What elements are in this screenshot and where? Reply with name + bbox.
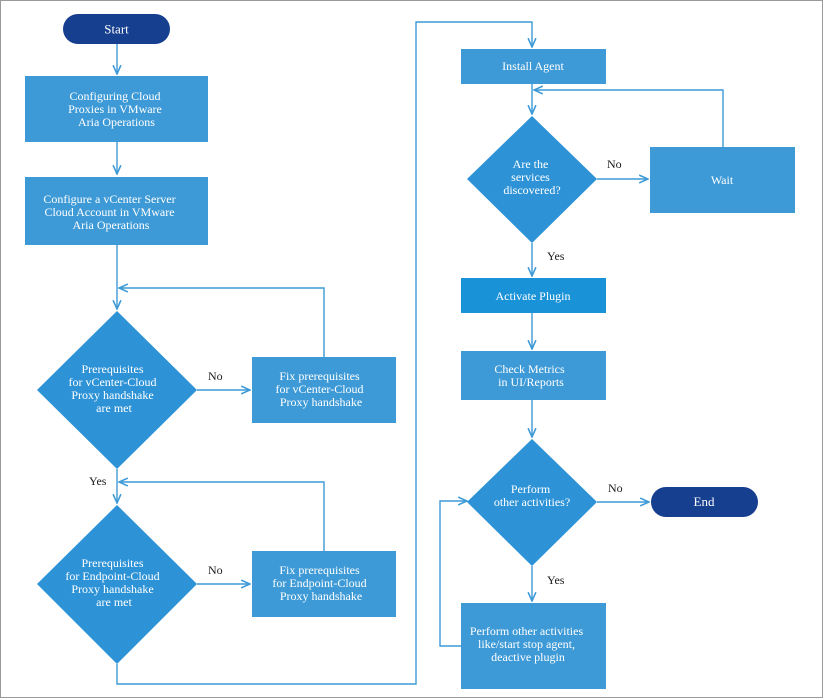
- node-fix-endpoint: Fix prerequisites for Endpoint-Cloud Pro…: [252, 551, 396, 617]
- start-label: Start: [104, 22, 129, 37]
- fix-vcenter-label: Fix prerequisites for vCenter-Cloud Prox…: [275, 369, 366, 409]
- edge-wait-loop: [534, 90, 724, 147]
- configure-vcenter-box: [25, 177, 208, 245]
- node-prereq-endpoint: Prerequisites for Endpoint-Cloud Proxy h…: [37, 505, 197, 664]
- install-agent-box: [461, 49, 606, 84]
- other-activities-box: [461, 603, 606, 689]
- end-label: End: [694, 494, 715, 509]
- node-activate-plugin: Activate Plugin: [461, 278, 606, 313]
- fix-vcenter-box: [252, 357, 396, 423]
- node-prereq-vcenter: Prerequisites for vCenter-Cloud Proxy ha…: [37, 311, 197, 469]
- prereq-vcenter-label: Prerequisites for vCenter-Cloud Proxy ha…: [68, 362, 159, 415]
- services-discovered-diamond: [467, 116, 597, 243]
- node-install-agent: Install Agent: [461, 49, 606, 84]
- node-configure-proxies: Configuring Cloud Proxies in VMware Aria…: [25, 76, 208, 142]
- check-metrics-label: Check Metrics in UI/Reports: [494, 362, 567, 389]
- node-wait: Wait: [650, 147, 795, 213]
- install-agent-label: Install Agent: [502, 59, 564, 73]
- edge-label-no-endpoint: No: [208, 563, 223, 577]
- perform-other-diamond: [467, 439, 597, 566]
- services-discovered-label: Are the services discovered?: [503, 157, 560, 197]
- node-check-metrics: Check Metrics in UI/Reports: [461, 351, 606, 400]
- activate-plugin-box: [461, 278, 606, 313]
- prereq-vcenter-diamond: [37, 311, 197, 469]
- edge-other-loop: [439, 501, 467, 647]
- edge-label-yes-services: Yes: [547, 249, 565, 263]
- edge-label-yes-perform: Yes: [547, 573, 565, 587]
- other-activities-label: Perform other activities like/start stop…: [470, 624, 586, 664]
- end-terminal-shape: [651, 487, 758, 517]
- node-fix-vcenter: Fix prerequisites for vCenter-Cloud Prox…: [252, 357, 396, 423]
- node-services-discovered: Are the services discovered?: [467, 116, 597, 243]
- activate-plugin-label: Activate Plugin: [496, 289, 571, 303]
- node-other-activities: Perform other activities like/start stop…: [461, 603, 606, 689]
- fix-endpoint-box: [252, 551, 396, 617]
- perform-other-label: Perform other activities?: [494, 482, 570, 509]
- edge-label-no-vcenter: No: [208, 369, 223, 383]
- wait-label: Wait: [711, 173, 734, 187]
- configure-vcenter-label: Configure a vCenter Server Cloud Account…: [43, 192, 178, 232]
- node-perform-other: Perform other activities?: [467, 439, 597, 566]
- edge-label-yes-vcenter: Yes: [89, 474, 107, 488]
- wait-box: [650, 147, 795, 213]
- connectors: [116, 21, 724, 685]
- edge-label-no-services: No: [607, 157, 622, 171]
- configure-proxies-label: Configuring Cloud Proxies in VMware Aria…: [68, 89, 165, 129]
- edge-label-no-perform: No: [608, 481, 623, 495]
- fix-endpoint-label: Fix prerequisites for Endpoint-Cloud Pro…: [272, 563, 369, 603]
- prereq-endpoint-label: Prerequisites for Endpoint-Cloud Proxy h…: [65, 556, 162, 609]
- configure-proxies-box: [25, 76, 208, 142]
- edge-fix-endpoint-loop: [119, 482, 325, 551]
- node-configure-vcenter: Configure a vCenter Server Cloud Account…: [25, 177, 208, 245]
- node-start: Start: [63, 14, 170, 44]
- prereq-endpoint-diamond: [37, 505, 197, 664]
- edge-fix-vcenter-loop: [119, 288, 325, 357]
- edge-to-install-agent: [116, 21, 532, 685]
- start-terminal-shape: [63, 14, 170, 44]
- node-end: End: [651, 487, 758, 517]
- check-metrics-box: [461, 351, 606, 400]
